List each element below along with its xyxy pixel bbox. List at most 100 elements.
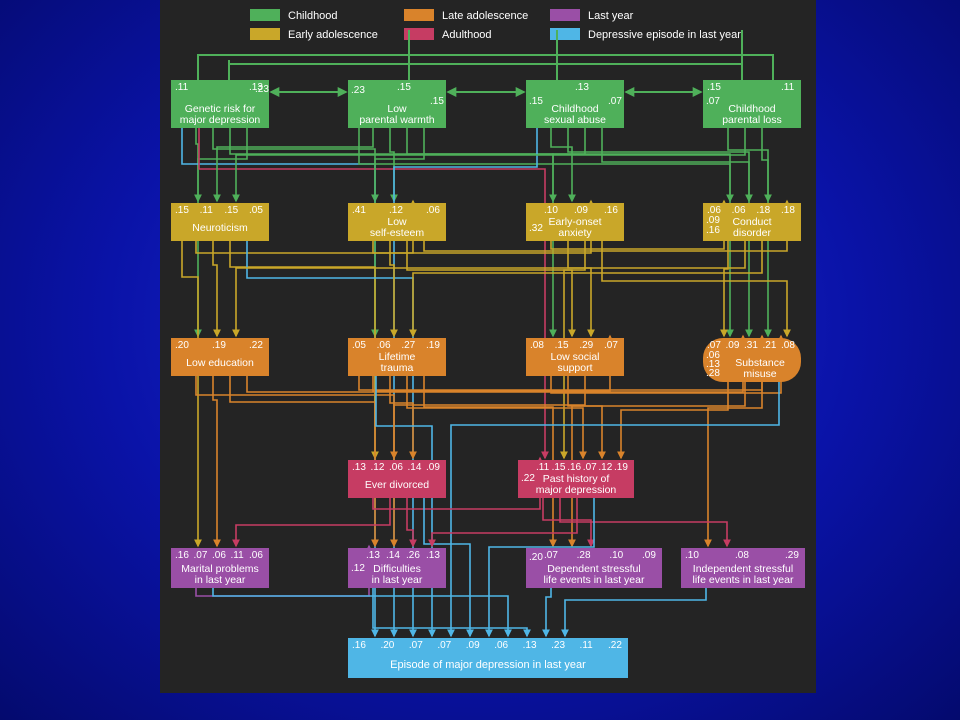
node-label: Episode of major depression in last year [390,659,586,671]
path-coefficient: .18 [781,205,795,216]
path-coefficient: .12 [371,462,385,473]
childhood-top-loop [197,54,774,80]
path-coefficient: .29 [785,550,799,561]
node-box [518,460,634,498]
path-coefficient: .19 [426,340,440,351]
path-coefficient: .15 [555,340,569,351]
legend-swatch [404,28,434,40]
path-coefficient: .41 [352,205,366,216]
path-coefficient: .07 [608,96,622,107]
legend-swatch [404,9,434,21]
node-label: Low [387,103,407,115]
path-coefficient: .12 [598,462,612,473]
path-arrow-divorced-to-difficulties [406,498,417,548]
path-coefficient: .07 [437,640,451,651]
node-label: life events in last year [693,574,794,586]
path-coefficient: .07 [604,340,618,351]
path-coefficient: .27 [401,340,415,351]
node-box [171,80,269,128]
path-coefficient: .11 [781,82,795,93]
node-label: sexual abuse [544,114,606,126]
path-coefficient: .10 [609,550,623,561]
path-coefficient: .19 [212,340,226,351]
node-box [703,338,801,382]
path-coefficient: .05 [352,340,366,351]
path-coefficient: .13 [426,550,440,561]
node-box [526,338,624,376]
path-coefficient: .12 [389,205,403,216]
path-arrow-divorced-to-episode [423,498,474,638]
node-box [526,80,624,128]
node-label: Childhood [728,103,775,115]
path-coefficient: .28 [706,368,720,379]
node-label: support [557,362,592,374]
node-box [703,203,801,241]
node-label: Conduct [732,216,771,228]
node-label: disorder [733,227,771,239]
node-label: self-esteem [370,227,425,239]
node-box [703,80,801,128]
path-coefficient: .13 [523,640,537,651]
path-coefficient: .20 [529,552,543,563]
path-coefficient: .07 [706,96,720,107]
node-label: Lifetime [379,351,416,363]
path-coefficient: .11 [580,640,594,651]
path-coefficient: .06 [732,205,746,216]
node-label: major depression [180,114,261,126]
path-arrow-genetic-to-education [194,128,248,338]
path-arrow-pasthistory-to-episode [485,498,595,638]
path-coefficient: .11 [536,462,550,473]
path-coefficient: .13 [706,359,720,370]
node-label: parental loss [722,114,782,126]
path-arrow-trauma-to-episode [375,376,436,638]
node-label: parental warmth [359,114,434,126]
node-box [526,548,662,588]
path-coefficient: .06 [377,340,391,351]
node-label: Low education [186,357,254,369]
node-box [681,548,805,588]
path-coefficient: .06 [212,550,226,561]
legend-label: Childhood [288,10,338,22]
path-arrow-loss-to-neuroticism [232,128,746,203]
path-coefficient: .06 [706,350,720,361]
path-coefficient: .23 [255,84,269,95]
node-box [348,460,446,498]
path-arrow-substance-to-pasthistory [617,382,729,460]
path-coefficient: .11 [231,550,245,561]
path-arrow-abuse-to-anxiety [550,128,576,203]
path-arrow-education-to-marital [212,376,221,548]
path-arrow-substance-to-episode [447,382,780,638]
path-coefficient: .13 [366,550,380,561]
path-coefficient: .16 [706,225,720,236]
path-coefficient: .07 [544,550,558,561]
path-arrow-pasthistory-to-dependent [542,498,595,548]
legend-swatch [250,28,280,40]
path-coefficient: .22 [608,640,622,651]
node-box [348,80,446,128]
path-arrow-selfesteem-to-support [406,241,576,338]
path-coefficient: .16 [567,462,581,473]
node-label: Low social [550,351,599,363]
node-box [348,338,446,376]
path-arrow-selfesteem-to-trauma [389,241,398,338]
path-coefficient: .05 [249,205,263,216]
path-coefficient: .14 [408,462,422,473]
path-arrow-substance-to-independent [704,382,763,548]
node-label: Ever divorced [365,479,429,491]
path-coefficient: .13 [249,82,263,93]
path-arrow-pasthistory-to-independent [559,498,731,548]
path-coefficient: .11 [175,82,189,93]
path-coefficient: .23 [351,85,365,96]
path-coefficient: .22 [249,340,263,351]
node-label: Dependent stressful [547,563,640,575]
path-coefficient: .06 [707,205,721,216]
